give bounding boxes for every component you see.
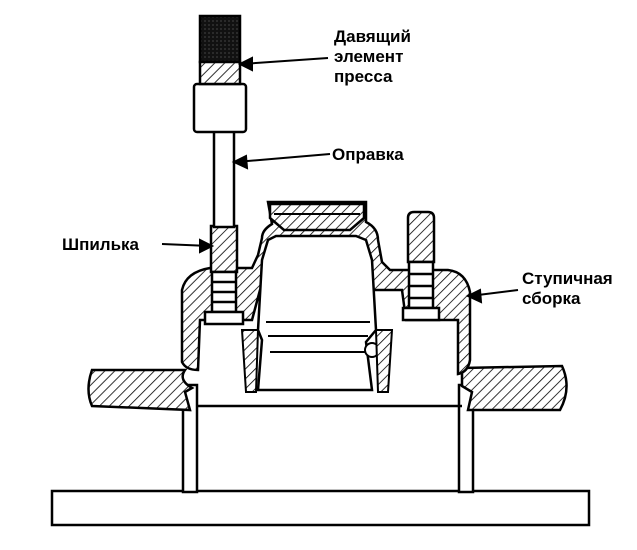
base-plate <box>50 489 591 527</box>
hub-lower-right <box>374 329 394 393</box>
mandrel <box>212 128 236 229</box>
label-press-line3: пресса <box>334 67 393 86</box>
hub-bore <box>256 234 378 392</box>
hub-top-cap <box>268 202 366 232</box>
hub-lower-left <box>240 329 260 393</box>
label-press-line2: элемент <box>334 47 403 66</box>
label-press-line1: Давящий <box>334 27 411 46</box>
label-hub-line1: Ступичная <box>522 269 613 288</box>
leader-lines <box>161 56 519 304</box>
knuckle-left <box>87 368 195 412</box>
label-stud: Шпилька <box>62 235 140 254</box>
press-ram-dark <box>198 14 242 64</box>
stud-left <box>203 224 245 326</box>
label-hub-line2: сборка <box>522 289 581 308</box>
press-block <box>192 82 248 134</box>
stud-right <box>401 210 441 322</box>
support-legs <box>181 383 475 494</box>
label-mandrel: Оправка <box>332 145 404 164</box>
knuckle-right <box>460 364 568 412</box>
press-ram-hatched <box>198 60 242 86</box>
